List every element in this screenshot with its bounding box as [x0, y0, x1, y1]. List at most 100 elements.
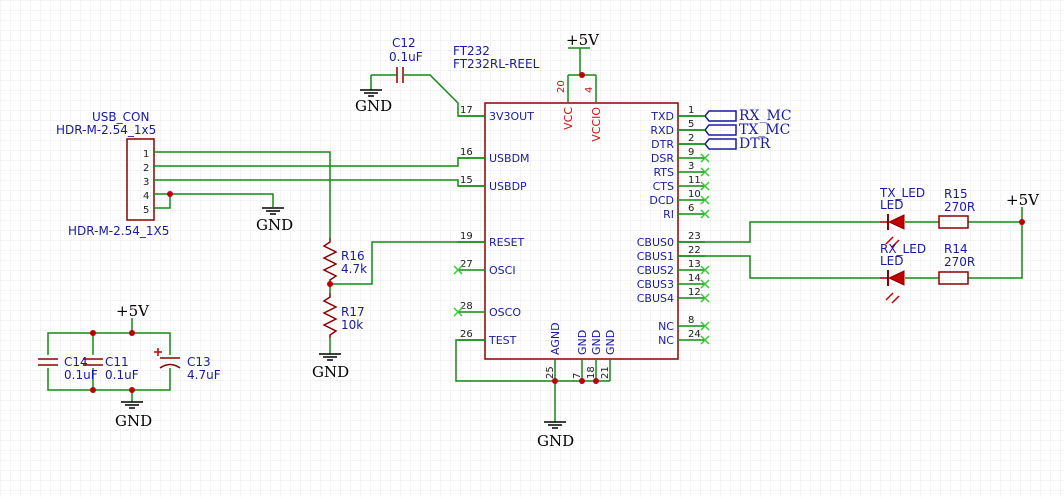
- gnd-symbol: [319, 353, 341, 361]
- usb-pin-number: 4: [143, 191, 149, 202]
- led-tx[interactable]: TX_LED LED: [879, 186, 925, 248]
- ft232-chip[interactable]: FT232 FT232RL-REEL: [453, 44, 679, 360]
- pin-number: 27: [460, 259, 473, 270]
- c13-value: 4.7uF: [187, 368, 221, 382]
- capacitor-c14[interactable]: C14 0.1uF: [38, 355, 98, 382]
- no-connect-mark: [700, 321, 710, 331]
- no-connect-mark: [700, 209, 710, 219]
- no-connect-mark: [700, 265, 710, 275]
- usb-pin-number: 2: [143, 163, 149, 174]
- pin-name: GND: [590, 330, 603, 355]
- r14-value: 270R: [944, 255, 975, 269]
- tx-led-name: TX_LED: [879, 186, 925, 200]
- no-connect-mark: [700, 181, 710, 191]
- no-connect-mark: [453, 265, 463, 275]
- pin-number: 14: [688, 273, 701, 284]
- pin-name: AGND: [549, 322, 562, 355]
- led-rx[interactable]: RX_LED LED: [880, 242, 926, 304]
- pin-name: OSCO: [489, 306, 521, 319]
- pin-number: 9: [688, 147, 694, 158]
- usb-connector[interactable]: USB_CON HDR-M-2.54_1x5 HDR-M-2.54_1X5 1 …: [56, 110, 169, 238]
- pin-name: DSR: [651, 152, 674, 165]
- r15-name: R15: [944, 187, 968, 201]
- pin-name: 3V3OUT: [489, 110, 534, 123]
- r17-name: R17: [341, 305, 365, 319]
- pin-number: 22: [688, 245, 701, 256]
- power-5v-label: +5V: [1006, 191, 1040, 209]
- pin-number: 18: [586, 366, 597, 379]
- tx-led-value: LED: [880, 198, 904, 212]
- gnd-label: GND: [115, 412, 152, 430]
- resistor-r17[interactable]: R17 10k: [322, 293, 365, 338]
- junction-dot: [579, 378, 585, 384]
- pin-name: RTS: [653, 166, 674, 179]
- pin-name: VCCIO: [590, 107, 603, 142]
- r16-value: 4.7k: [341, 262, 367, 276]
- pin-name: CTS: [653, 180, 674, 193]
- pin-number: 2: [688, 133, 694, 144]
- pin-number: 1: [688, 105, 694, 116]
- no-connect-mark: [700, 153, 710, 163]
- led-wires: [678, 207, 1023, 279]
- pin-name: DCD: [649, 194, 674, 207]
- pin-name: CBUS1: [637, 250, 674, 263]
- gnd-label: GND: [256, 216, 293, 234]
- resistor-r14[interactable]: R14 270R: [938, 242, 975, 285]
- c11-value: 0.1uF: [105, 368, 139, 382]
- junction-dot: [129, 330, 135, 336]
- junction-dot: [593, 378, 599, 384]
- pin-name: USBDM: [489, 152, 530, 165]
- vcc-wires: [567, 47, 597, 103]
- usb-connector-value: HDR-M-2.54_1x5: [56, 123, 156, 137]
- power-5v-label: +5V: [116, 302, 150, 320]
- pin-number: 6: [688, 203, 694, 214]
- pin-number: 20: [556, 80, 567, 93]
- net-label-rx-mc: RX_MC: [739, 108, 792, 124]
- junction-dot: [167, 191, 173, 197]
- pin-name: DTR: [651, 138, 674, 151]
- capacitor-c13[interactable]: C13 4.7uF: [154, 348, 221, 382]
- usb-pin-number: 3: [143, 177, 149, 188]
- pin-number: 7: [572, 373, 583, 379]
- junction-dot: [1019, 219, 1025, 225]
- capacitor-c11[interactable]: C11 0.1uF: [83, 355, 139, 382]
- pin-number: 8: [688, 315, 694, 326]
- pin-number: 4: [584, 87, 595, 93]
- pin-number: 16: [460, 147, 473, 158]
- no-connect-mark: [700, 293, 710, 303]
- gnd-label: GND: [355, 97, 392, 115]
- r17-value: 10k: [341, 318, 363, 332]
- pin-number: 23: [688, 231, 701, 242]
- pin-name: CBUS2: [637, 264, 674, 277]
- junction-dot: [129, 387, 135, 393]
- rx-led-name: RX_LED: [880, 242, 926, 256]
- no-connect-mark: [700, 335, 710, 345]
- c13-name: C13: [187, 355, 211, 369]
- c11-name: C11: [105, 355, 129, 369]
- power-5v-label: +5V: [566, 31, 600, 49]
- pin-name: RESET: [489, 236, 525, 249]
- pin-name: VCC: [562, 107, 575, 130]
- gnd-symbol: [360, 89, 382, 97]
- pin-number: 25: [545, 366, 556, 379]
- pin-name: TXD: [650, 110, 674, 123]
- gnd-label: GND: [537, 432, 574, 450]
- wire-usb-pin5: [154, 194, 171, 209]
- pin-number: 26: [460, 329, 473, 340]
- resistor-r15[interactable]: R15 270R: [938, 187, 975, 229]
- gnd-symbol: [262, 207, 284, 215]
- resistor-r16[interactable]: R16 4.7k: [322, 238, 367, 284]
- junction-dot: [327, 281, 333, 287]
- pin-name: CBUS0: [637, 236, 674, 249]
- pin-name: CBUS3: [637, 278, 674, 291]
- no-connect-mark: [700, 279, 710, 289]
- pin-name: NC: [658, 320, 674, 333]
- wire-usb-gnd: [154, 193, 274, 207]
- usb-connector-name: USB_CON: [92, 110, 149, 124]
- pin-number: 12: [688, 287, 701, 298]
- pin-number: 19: [460, 231, 473, 242]
- gnd-symbol: [121, 401, 143, 409]
